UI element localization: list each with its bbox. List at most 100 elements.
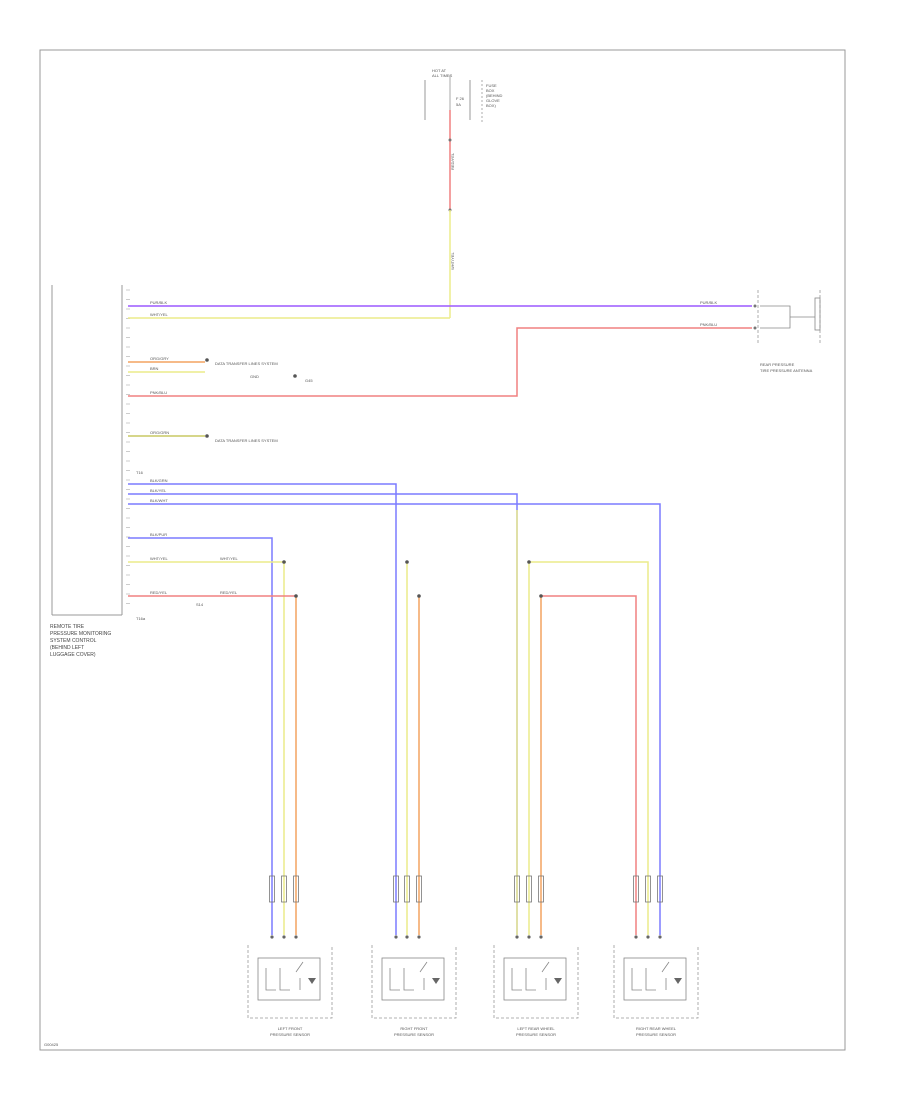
wire-label-can-high-antenna: PUR/BLK xyxy=(700,300,717,305)
connector-pin xyxy=(515,935,519,939)
wire-label-lf-signal: BLK/PUR xyxy=(150,532,167,537)
tire-pressure-antenna: REAR PRESSURE TIRE PRESSURE ANTENNA xyxy=(753,290,821,373)
splice-dot xyxy=(539,594,543,598)
sensor-label-2: PRESSURE SENSOR xyxy=(636,1032,676,1037)
module-label-4: (BEHIND LEFT xyxy=(50,645,84,651)
fuse-hot-label-b: ALL TIMES xyxy=(432,73,453,78)
wire-label-can-b: BRN xyxy=(150,366,159,371)
connector-pin xyxy=(282,935,286,939)
wire-rr-supply xyxy=(529,561,649,935)
connector-terminal xyxy=(657,875,663,903)
wire-label-can-a: ORG/GRY xyxy=(150,356,169,361)
connector-terminal xyxy=(645,875,651,903)
splice-dot xyxy=(282,560,286,564)
sensor-label-1: RIGHT FRONT xyxy=(400,1026,428,1031)
fuse-rating-label: 5A xyxy=(456,102,461,107)
fuse-box-label-b: BOX xyxy=(486,88,495,93)
fuse-wire-code-a: RED/YEL xyxy=(450,152,455,170)
antenna-label-1: REAR PRESSURE xyxy=(760,362,795,367)
fuse-box-label-e: BOX) xyxy=(486,103,496,108)
wire-label-can-c: ORG/GRN xyxy=(150,430,169,435)
wire-lf-signal xyxy=(128,537,273,935)
module-label-2: PRESSURE MONITORING xyxy=(50,631,111,637)
wire-label-ground: PNK/BLU xyxy=(150,390,167,395)
wire-rr-ground xyxy=(541,595,637,935)
connector-pin xyxy=(448,138,452,142)
wire-label-sensor-supply-b: WHT/YEL xyxy=(220,556,239,561)
connector-terminal xyxy=(633,875,639,903)
fuse-box-label-c: (BEHIND xyxy=(486,93,503,98)
wire-label-sensor-ground-b: RED/YEL xyxy=(220,590,238,595)
connector-pin xyxy=(634,935,638,939)
data-bus-note-1: DATA TRANSFER LINES SYSTEM xyxy=(215,361,278,366)
splice-dot xyxy=(417,594,421,598)
connector-pin xyxy=(294,935,298,939)
fuse-box-label-d: GLOVE xyxy=(486,98,500,103)
connector-terminal xyxy=(281,875,287,903)
wire-label-supply: WHT/YEL xyxy=(150,312,169,317)
splice-dot xyxy=(293,374,297,378)
wire-label-rr-signal: BLK/WHT xyxy=(150,498,168,503)
splice-dot xyxy=(205,358,209,362)
connector-pin xyxy=(646,935,650,939)
wire-label-sensor-supply: WHT/YEL xyxy=(150,556,169,561)
connector-terminal xyxy=(514,875,520,903)
sensor-label-2: PRESSURE SENSOR xyxy=(394,1032,434,1037)
module-label-3: SYSTEM CONTROL xyxy=(50,638,97,644)
connector-terminal xyxy=(404,875,410,903)
connector-pin xyxy=(270,935,274,939)
fuse-circuit-label: F 26 xyxy=(456,96,465,101)
sensor-connectors xyxy=(269,875,663,939)
module-connector-b: T16a xyxy=(136,616,146,621)
control-module: REMOTE TIRE PRESSURE MONITORING SYSTEM C… xyxy=(50,285,146,658)
wire-rf-signal xyxy=(128,483,397,935)
connector-terminal xyxy=(526,875,532,903)
connector-terminal xyxy=(293,875,299,903)
fuse-hot-label-a: HOT AT xyxy=(432,68,447,73)
wire-rr-signal xyxy=(128,503,661,935)
wire-label-sensor-ground: RED/YEL xyxy=(150,590,168,595)
wire-label-rf-signal: BLK/GRN xyxy=(150,478,168,483)
wire-label-can-high: PUR/BLK xyxy=(150,300,167,305)
diagram-frame xyxy=(39,49,846,1051)
sensor-label-2: PRESSURE SENSOR xyxy=(270,1032,310,1037)
sensor-label-1: LEFT FRONT xyxy=(278,1026,303,1031)
figure-id: G00425 xyxy=(44,1042,59,1047)
connector-pin xyxy=(658,935,662,939)
wire-ground-antenna xyxy=(128,327,752,397)
module-connector-a: T16 xyxy=(136,470,144,475)
splice-dot xyxy=(527,560,531,564)
connector-pin xyxy=(527,935,531,939)
ground-note-1: GND xyxy=(250,374,259,379)
wire-lr-signal xyxy=(128,493,518,935)
fuse-box: HOT AT ALL TIMES F 26 5A FUSE BOX (BEHIN… xyxy=(424,68,503,122)
sensor-label-1: RIGHT REAR WHEEL xyxy=(636,1026,677,1031)
connector-pin xyxy=(394,935,398,939)
sensor-label-1: LEFT REAR WHEEL xyxy=(517,1026,555,1031)
fuse-box-label-a: FUSE xyxy=(486,83,497,88)
connector-pin xyxy=(417,935,421,939)
connector-terminal xyxy=(269,875,275,903)
connector-terminal xyxy=(538,875,544,903)
module-pin-column xyxy=(126,289,130,604)
wire-label-ground-antenna: PNK/BLU xyxy=(700,322,717,327)
connector-pin xyxy=(539,935,543,939)
module-label-5: LUGGAGE COVER) xyxy=(50,652,96,658)
connector-pin xyxy=(405,935,409,939)
data-bus-note-2: DATA TRANSFER LINES SYSTEM xyxy=(215,438,278,443)
connector-terminal xyxy=(416,875,422,903)
splice-dot xyxy=(294,594,298,598)
splice-dot xyxy=(405,560,409,564)
connector-terminal xyxy=(393,875,399,903)
module-label-1: REMOTE TIRE xyxy=(50,624,85,630)
splice-dot xyxy=(205,434,209,438)
sensor-label-2: PRESSURE SENSOR xyxy=(516,1032,556,1037)
splice-label: S14 xyxy=(196,602,204,607)
wire-label-lr-signal: BLK/YEL xyxy=(150,488,167,493)
